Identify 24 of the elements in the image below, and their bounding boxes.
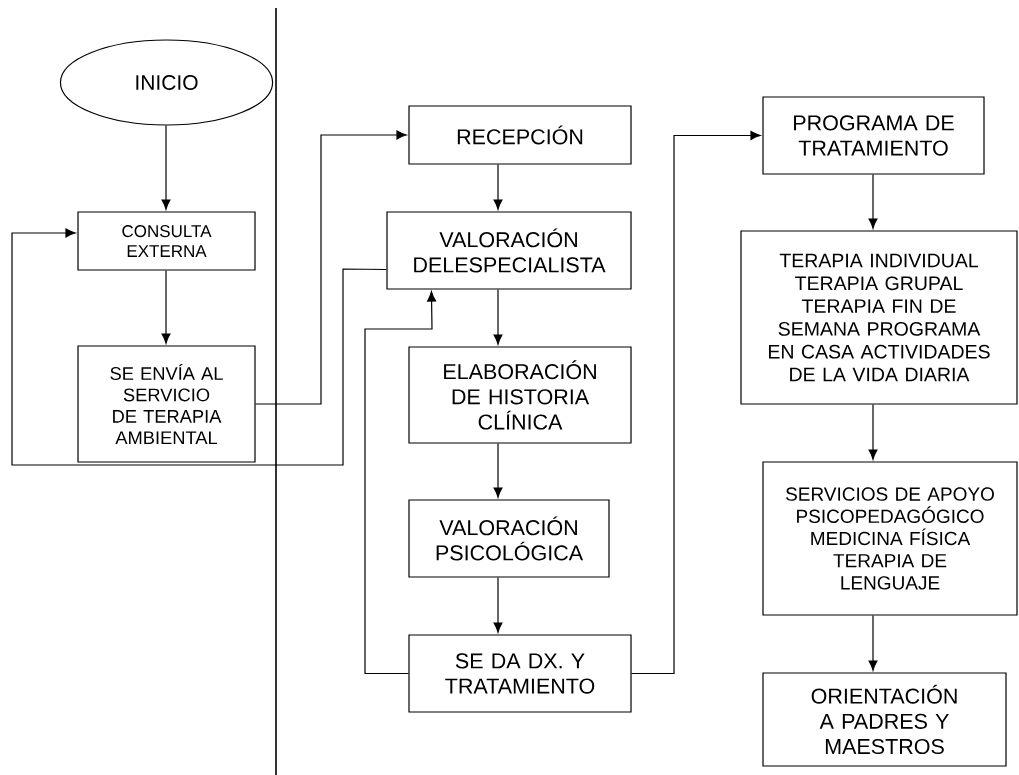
process-box: RECEPCIÓN: [408, 105, 632, 165]
process-box: SE ENVÍA AL SERVICIO DE TERAPIA AMBIENTAL: [77, 345, 256, 463]
process-box: VALORACIÓN DELESPECIALISTA: [386, 211, 632, 290]
arrow: [493, 289, 503, 345]
process-box: SERVICIOS DE APOYO PSICOPEDAGÓGICO MEDICINA FÍSICA TERAPIA DE LENGUAJE: [762, 461, 1018, 616]
process-box: VALORACIÓN PSICOLÓGICA: [408, 499, 610, 578]
arrow: [493, 164, 503, 210]
arrow: [493, 443, 503, 498]
arrow: [868, 174, 878, 229]
process-box: CONSULTA EXTERNA: [77, 211, 256, 271]
arrow: [161, 125, 171, 210]
process-box: ELABORACIÓN DE HISTORIA CLÍNICA: [408, 346, 632, 444]
arrow: [868, 615, 878, 671]
arrow: [255, 130, 407, 405]
process-box: TERAPIA INDIVIDUAL TERAPIA GRUPAL TERAPIA FIN DE SEMANA PROGRAMA EN CASA ACTIVIDADES DE LA VIDA DIARIA: [740, 230, 1018, 405]
process-box: SE DA DX. Y TRATAMIENTO: [408, 634, 632, 713]
arrow: [631, 131, 761, 675]
process-box: PROGRAMA DE TRATAMIENTO: [762, 96, 985, 175]
arrow: [11, 228, 387, 466]
arrow: [868, 404, 878, 460]
arrow: [493, 577, 503, 633]
process-box: ORIENTACIÓN A PADRES Y MAESTROS: [762, 672, 1007, 767]
arrow: [161, 270, 171, 344]
arrow: [364, 291, 437, 675]
